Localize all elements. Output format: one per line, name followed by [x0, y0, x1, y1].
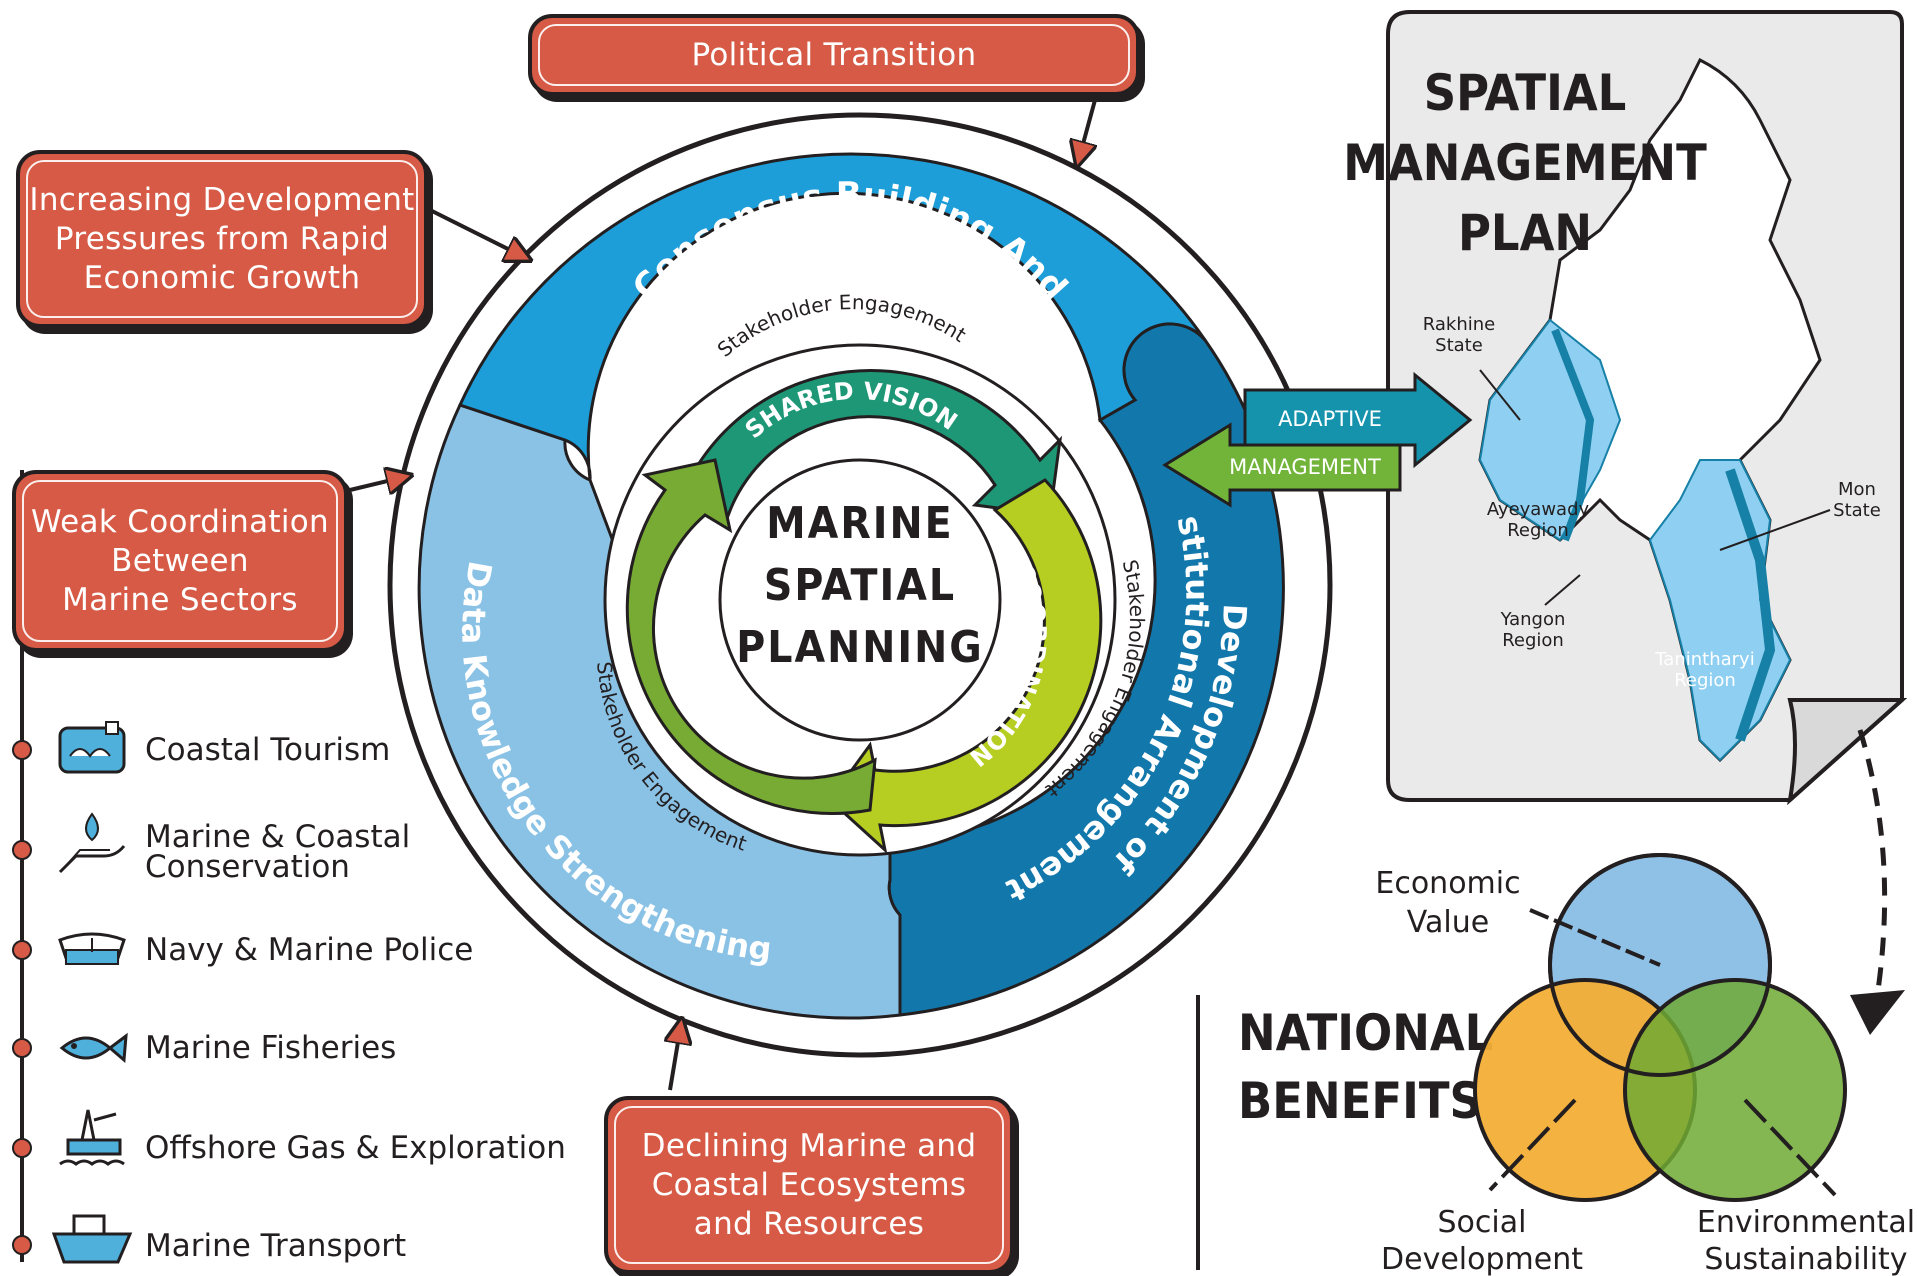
- declining-ecosystems-label: Declining Marine and Coastal Ecosystems …: [641, 1127, 977, 1242]
- sector-transport: Marine Transport: [145, 1216, 406, 1276]
- sector-label: Marine Fisheries: [145, 1030, 397, 1066]
- development-pressures-box: Increasing Development Pressures from Ra…: [16, 150, 428, 328]
- center-title: MARINE SPATIAL PLANNING: [736, 498, 983, 673]
- management-label: MANAGEMENT: [1229, 455, 1381, 479]
- coordination-arrow-line: [349, 478, 400, 490]
- coastal-tourism-icon: [58, 721, 126, 774]
- political-transition-label: Political Transition: [691, 36, 977, 73]
- timeline-dot: [12, 1235, 32, 1255]
- adaptive-arrow-bottom: [1162, 422, 1402, 508]
- ship-icon: [51, 1214, 133, 1264]
- sector-offshore-gas: Offshore Gas & Exploration: [145, 1118, 566, 1178]
- center-circle: [718, 458, 1002, 742]
- dashed-link-arrow: [1857, 729, 1888, 1011]
- coastline-shelf: [1551, 328, 1595, 542]
- sector-timeline: [12, 470, 133, 1264]
- fish-icon: [59, 1032, 128, 1064]
- smp-title-line-3: PLAN: [1458, 204, 1592, 262]
- sector-label: Offshore Gas & Exploration: [145, 1130, 566, 1166]
- declining-ecosystems-box: Declining Marine and Coastal Ecosystems …: [604, 1096, 1014, 1274]
- venn-environmental: [1623, 978, 1847, 1202]
- benefits-title-line-2: BENEFITS: [1238, 1072, 1482, 1130]
- development-pressures-label: Increasing Development Pressures from Ra…: [29, 181, 415, 296]
- sector-conservation: Marine & Coastal Conservation: [145, 819, 411, 885]
- political-transition-box: Political Transition: [528, 14, 1140, 96]
- smp-title-line-2: MANAGEMENT: [1343, 134, 1707, 192]
- timeline-dot: [12, 740, 32, 760]
- political-arrow: [1080, 99, 1095, 155]
- benefits-title-line-1: NATIONAL: [1238, 1004, 1493, 1062]
- center-title-line-3: PLANNING: [736, 622, 983, 673]
- sector-label: Coastal Tourism: [145, 732, 391, 768]
- outer-segment-top: [457, 152, 1207, 481]
- navy-hat-icon: [58, 932, 126, 965]
- center-title-line-2: SPATIAL: [764, 560, 956, 611]
- coordination-arrow: [827, 478, 1103, 855]
- driver-arrows: [349, 99, 1095, 1091]
- economic-leader: [1529, 908, 1661, 967]
- adaptive-management-arrow: ADAPTIVE MANAGEMENT: [1162, 371, 1473, 508]
- sector-label: Marine & Coastal Conservation: [145, 819, 411, 885]
- social-leader: [1488, 1098, 1577, 1192]
- timeline-dot: [12, 940, 32, 960]
- timeline-dot: [12, 1138, 32, 1158]
- center-title-line-1: MARINE: [766, 498, 953, 549]
- adaptive-label: ADAPTIVE: [1278, 407, 1382, 431]
- sector-fisheries: Marine Fisheries: [145, 1018, 396, 1078]
- sector-coastal-tourism: Coastal Tourism: [145, 720, 390, 780]
- weak-coordination-box: Weak Coordination Between Marine Sectors: [12, 470, 348, 652]
- shared-vision-arrow: [678, 368, 1063, 528]
- paper-curl: [1787, 698, 1908, 806]
- ecosystems-arrow: [670, 1030, 680, 1091]
- sector-label: Marine Transport: [145, 1228, 407, 1264]
- weak-coordination-label: Weak Coordination Between Marine Sectors: [31, 503, 329, 618]
- coastline-shelf: [1725, 468, 1776, 742]
- dashed-link-arrowhead: [1850, 990, 1905, 1035]
- region-leaders: [1479, 369, 1831, 606]
- offshore-rig-icon: [59, 1109, 125, 1166]
- sector-label: Navy & Marine Police: [145, 932, 474, 968]
- timeline-dot: [12, 1038, 32, 1058]
- conservation-hand-icon: [58, 812, 126, 874]
- environmental-leader: [1743, 1098, 1837, 1197]
- venn-outline: [1548, 853, 1772, 1077]
- smp-title-line-1: SPATIAL: [1424, 64, 1627, 122]
- timeline-dot: [12, 840, 32, 860]
- development-arrow: [429, 208, 520, 255]
- sector-navy: Navy & Marine Police: [145, 920, 473, 980]
- decision-support-arrow: [625, 458, 877, 815]
